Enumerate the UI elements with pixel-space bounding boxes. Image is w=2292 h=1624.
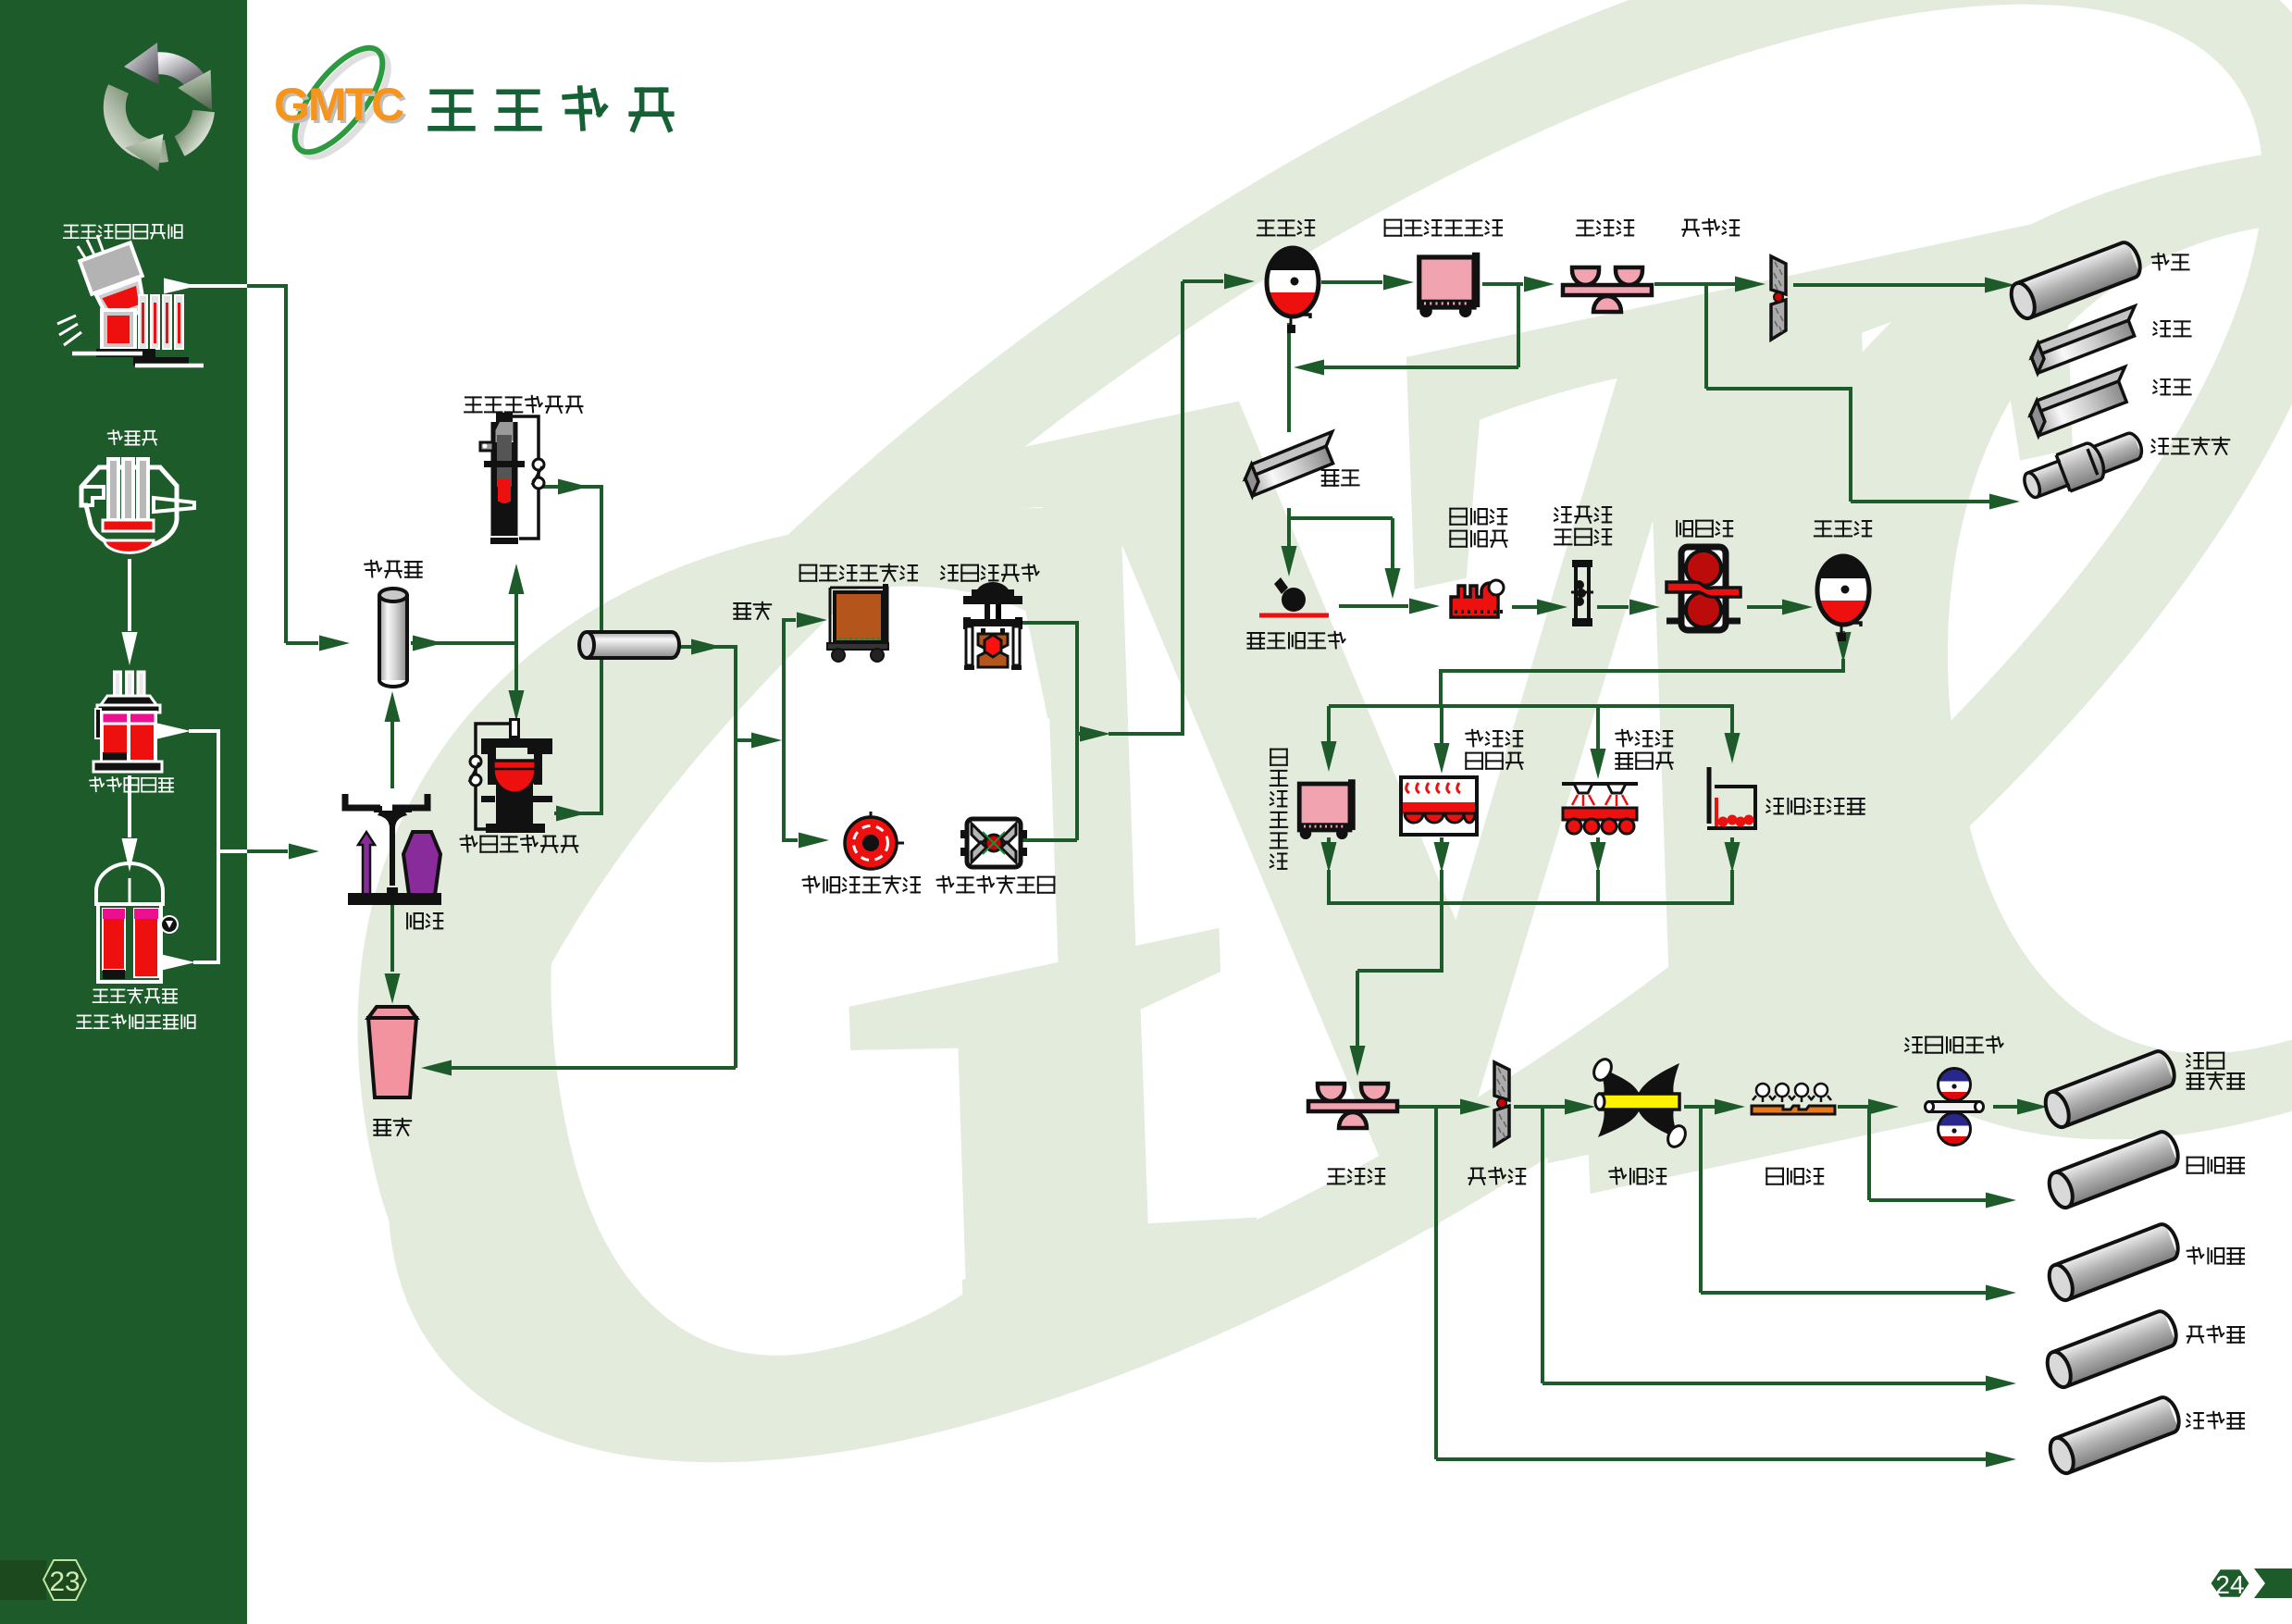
svg-text:24: 24 bbox=[2215, 1570, 2244, 1599]
svg-text:23: 23 bbox=[49, 1567, 80, 1597]
svg-text:GMTC: GMTC bbox=[277, 81, 406, 133]
svg-text:GMTC: GMTC bbox=[274, 79, 403, 130]
